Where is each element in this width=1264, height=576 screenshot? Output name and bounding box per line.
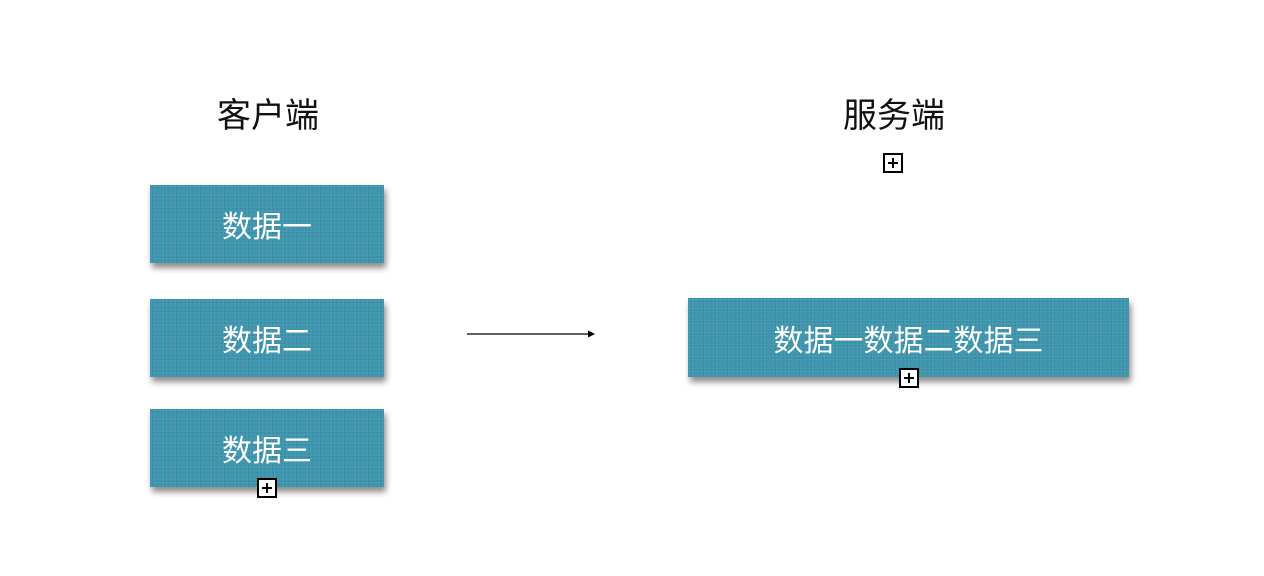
client-packet-1: 数据一 [150, 185, 384, 263]
client-title: 客户端 [217, 96, 319, 136]
server-merged-packet: 数据一数据二数据三 [688, 298, 1129, 377]
client-packet-label: 数据一 [222, 210, 312, 245]
expand-square-icon[interactable] [899, 368, 919, 388]
server-packet-label: 数据一数据二数据三 [773, 323, 1044, 359]
expand-square-icon[interactable] [257, 478, 277, 498]
expand-square-icon[interactable] [883, 153, 903, 173]
client-packet-2: 数据二 [150, 299, 384, 377]
arrow-right-icon [467, 330, 595, 338]
client-packet-label: 数据三 [222, 434, 312, 469]
client-packet-label: 数据二 [222, 324, 312, 359]
arrow-head [588, 330, 595, 338]
client-packet-3: 数据三 [150, 409, 384, 487]
server-title: 服务端 [843, 96, 945, 136]
